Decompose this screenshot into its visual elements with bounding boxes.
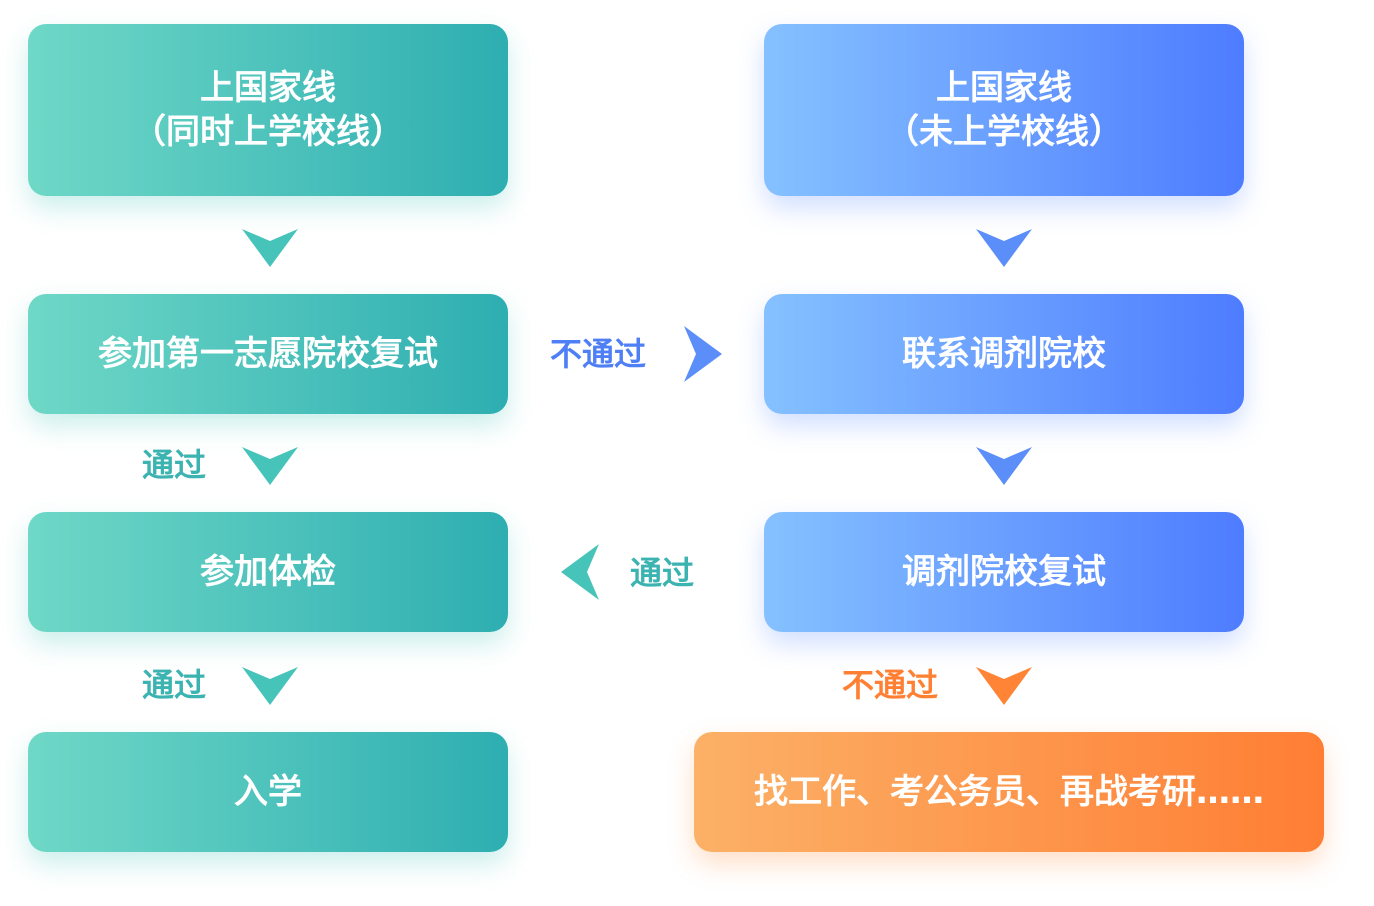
physical-exam-label: 参加体检 [200,552,336,592]
right-top-box: 上国家线 （未上学校线） [764,24,1244,196]
pass-label-1: 通过 [142,446,207,484]
right-top-box-line2: （未上学校线） [885,112,1123,152]
left-top-box: 上国家线 （同时上学校线） [28,24,508,196]
adjust-school-retest-label: 调剂院校复试 [902,552,1106,592]
fail-label-middle: 不通过 [550,335,647,373]
arrow-left-icon [561,544,599,600]
left-top-box-line2: （同时上学校线） [132,112,404,152]
other-options-box: 找工作、考公务员、再战考研…… [694,732,1324,852]
right-top-box-line1: 上国家线 [936,68,1072,108]
first-choice-retest-label: 参加第一志愿院校复试 [98,334,438,374]
contact-adjust-school-label: 联系调剂院校 [902,334,1106,374]
arrow-down-icon [242,229,298,267]
contact-adjust-school-box: 联系调剂院校 [764,294,1244,414]
physical-exam-box: 参加体检 [28,512,508,632]
arrow-down-icon [976,667,1032,705]
arrow-down-icon [242,447,298,485]
arrow-right-icon [684,326,722,382]
arrow-down-icon [976,229,1032,267]
left-top-box-line1: 上国家线 [200,68,336,108]
enroll-box: 入学 [28,732,508,852]
fail-label-right: 不通过 [842,666,939,704]
adjust-school-retest-box: 调剂院校复试 [764,512,1244,632]
arrow-down-icon [242,667,298,705]
pass-label-2: 通过 [142,666,207,704]
pass-label-middle: 通过 [630,554,695,592]
enroll-label: 入学 [234,772,302,812]
arrow-down-icon [976,447,1032,485]
other-options-label: 找工作、考公务员、再战考研…… [754,772,1264,812]
first-choice-retest-box: 参加第一志愿院校复试 [28,294,508,414]
